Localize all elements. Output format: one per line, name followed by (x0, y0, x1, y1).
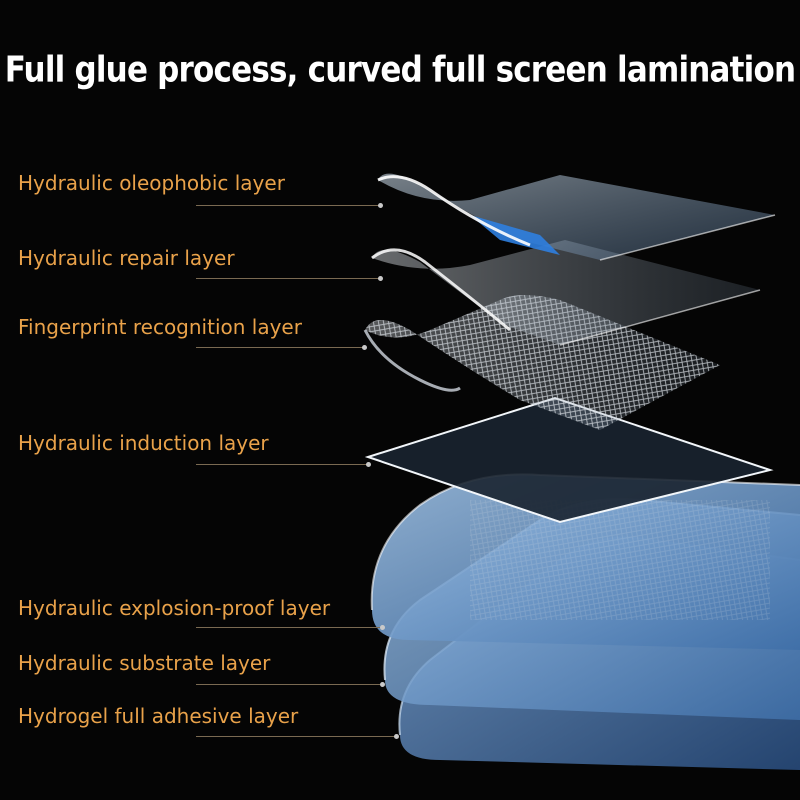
leader-dot (380, 682, 385, 687)
label-substrate-layer: Hydraulic substrate layer (18, 651, 271, 675)
headline: Full glue process, curved full screen la… (4, 49, 796, 91)
leader-line (196, 464, 368, 465)
explosion-proof-sheet (370, 473, 800, 650)
oleophobic-sheet (377, 173, 776, 261)
leader-dot (380, 625, 385, 630)
label-explosion-proof-layer: Hydraulic explosion-proof layer (18, 596, 331, 620)
leader-line (196, 627, 382, 628)
fingerprint-mesh-sheet (363, 295, 720, 430)
leader-dot (378, 276, 383, 281)
label-fingerprint-recognition-layer: Fingerprint recognition layer (18, 315, 302, 339)
label-hydrogel-adhesive-layer: Hydrogel full adhesive layer (18, 704, 299, 728)
label-repair-layer: Hydraulic repair layer (18, 246, 235, 270)
label-induction-layer: Hydraulic induction layer (18, 431, 269, 455)
leader-line (196, 736, 396, 737)
leader-dot (394, 734, 399, 739)
leader-line (196, 347, 364, 348)
leader-line (196, 278, 380, 279)
leader-dot (366, 462, 371, 467)
leader-line (196, 684, 382, 685)
induction-sheet (364, 396, 774, 524)
label-oleophobic-layer: Hydraulic oleophobic layer (18, 171, 285, 195)
leader-dot (378, 203, 383, 208)
leader-line (196, 205, 380, 206)
leader-dot (362, 345, 367, 350)
repair-sheet (371, 240, 761, 346)
